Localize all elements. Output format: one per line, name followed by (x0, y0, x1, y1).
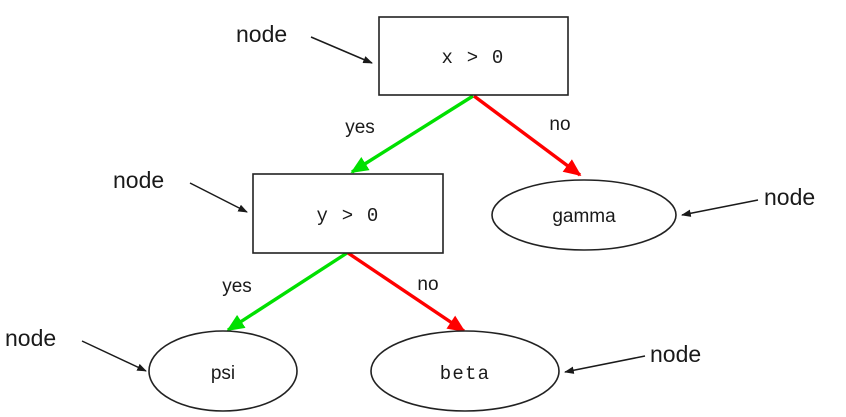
node-gamma-ellipse[interactable] (491, 179, 677, 251)
node-root-label: x > 0 (441, 47, 504, 69)
annotation-branch-text: node (113, 167, 164, 193)
node-root-box[interactable] (378, 16, 569, 96)
annotation-psi-text: node (5, 325, 56, 351)
annotation-beta: node (564, 341, 701, 374)
node-branch-label: y > 0 (316, 205, 379, 227)
node-beta[interactable]: beta (370, 330, 560, 412)
node-branch-box[interactable] (252, 173, 444, 254)
annotation-root-arrow (310, 36, 373, 64)
edge-branch-to-beta-no (347, 251, 466, 333)
annotation-root: node (236, 21, 373, 64)
node-gamma[interactable]: gamma (491, 179, 677, 251)
edge-label-yes-bottom: yes (222, 276, 252, 297)
edge-label-yes-top: yes (345, 117, 375, 138)
annotation-psi: node (5, 325, 147, 372)
annotation-beta-arrow (564, 355, 646, 374)
annotation-gamma-text: node (764, 184, 815, 210)
node-beta-ellipse[interactable] (370, 330, 560, 412)
annotation-gamma: node (681, 184, 815, 217)
annotation-gamma-arrow (681, 199, 759, 217)
annotation-branch: node (113, 167, 248, 213)
node-branch[interactable]: y > 0 (252, 173, 444, 254)
edge-label-no-top: no (549, 114, 570, 135)
node-psi-label: psi (211, 363, 235, 384)
node-beta-label: beta (440, 363, 490, 385)
node-psi-ellipse[interactable] (148, 330, 298, 412)
node-root[interactable]: x > 0 (378, 16, 569, 96)
annotation-beta-text: node (650, 341, 701, 367)
annotation-branch-arrow (189, 182, 248, 213)
edge-label-no-bottom: no (417, 274, 438, 295)
edge-root-to-gamma-no (472, 94, 582, 177)
edge-root-to-branch-yes (350, 94, 474, 174)
annotation-psi-arrow (81, 340, 147, 372)
edge-branch-to-psi-yes (226, 251, 348, 332)
node-gamma-label: gamma (552, 206, 616, 227)
annotation-root-text: node (236, 21, 287, 47)
node-psi[interactable]: psi (148, 330, 298, 412)
